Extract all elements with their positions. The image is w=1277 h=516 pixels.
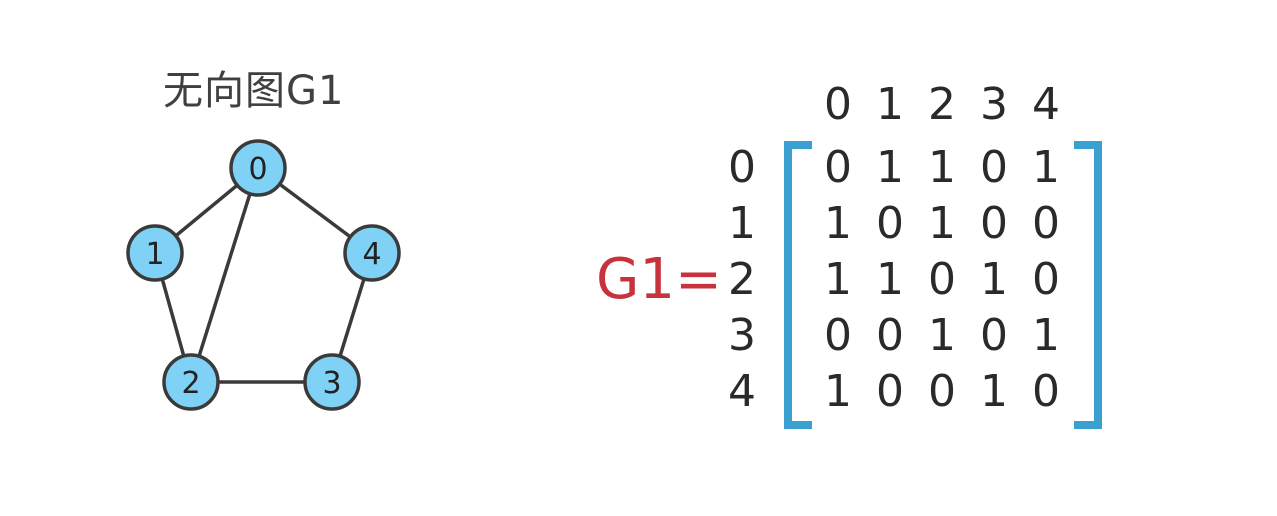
matrix-cell: 0	[876, 366, 904, 417]
matrix-cell: 1	[928, 198, 956, 249]
column-header: 2	[928, 79, 956, 130]
matrix-cell: 1	[876, 142, 904, 193]
node-label: 0	[248, 152, 267, 187]
edge-0-2	[189, 167, 260, 383]
matrix-cell: 1	[824, 366, 852, 417]
node-2: 2	[162, 353, 220, 411]
node-3: 3	[303, 353, 361, 411]
node-label: 3	[322, 366, 341, 401]
graph-edges	[153, 166, 374, 384]
matrix-cell: 0	[876, 198, 904, 249]
column-header: 3	[980, 79, 1008, 130]
matrix-cell: 1	[1032, 142, 1060, 193]
node-circle	[229, 139, 287, 197]
matrix-cell: 0	[980, 310, 1008, 361]
matrix-cell: 0	[1032, 198, 1060, 249]
matrix-cell: 1	[824, 254, 852, 305]
matrix-cell: 0	[1032, 366, 1060, 417]
matrix-cell: 1	[928, 142, 956, 193]
row-header: 3	[728, 310, 756, 361]
row-header: 2	[728, 254, 756, 305]
matrix-cell: 1	[876, 254, 904, 305]
row-header: 1	[728, 198, 756, 249]
matrix-cell: 0	[824, 310, 852, 361]
matrix-left-bracket	[784, 141, 812, 429]
undirected-graph-diagram: 0 1 2 3 4	[126, 139, 401, 411]
node-label: 1	[145, 237, 164, 272]
node-label: 4	[362, 237, 381, 272]
matrix-cell: 1	[980, 254, 1008, 305]
row-header: 0	[728, 142, 756, 193]
graph-nodes: 0 1 2 3 4	[126, 139, 401, 411]
column-header: 0	[824, 79, 852, 130]
matrix-cell: 0	[876, 310, 904, 361]
graph-title: 无向图G1	[163, 68, 345, 114]
matrix-cell: 0	[1032, 254, 1060, 305]
column-header: 1	[876, 79, 904, 130]
matrix-cell: 1	[824, 198, 852, 249]
column-header: 4	[1032, 79, 1060, 130]
row-header: 4	[728, 366, 756, 417]
matrix-label: G1=	[596, 247, 722, 312]
matrix-cell: 1	[980, 366, 1008, 417]
matrix-cell: 0	[928, 254, 956, 305]
matrix-cell: 1	[928, 310, 956, 361]
matrix-cell: 0	[824, 142, 852, 193]
node-1: 1	[126, 224, 184, 282]
node-circle	[162, 353, 220, 411]
node-label: 2	[181, 366, 200, 401]
matrix-cell: 1	[1032, 310, 1060, 361]
node-4: 4	[343, 224, 401, 282]
node-circle	[343, 224, 401, 282]
matrix-right-bracket	[1074, 141, 1102, 429]
node-circle	[126, 224, 184, 282]
node-circle	[303, 353, 361, 411]
node-0: 0	[229, 139, 287, 197]
matrix-cell: 0	[980, 198, 1008, 249]
matrix-cell: 0	[928, 366, 956, 417]
matrix-cell: 0	[980, 142, 1008, 193]
